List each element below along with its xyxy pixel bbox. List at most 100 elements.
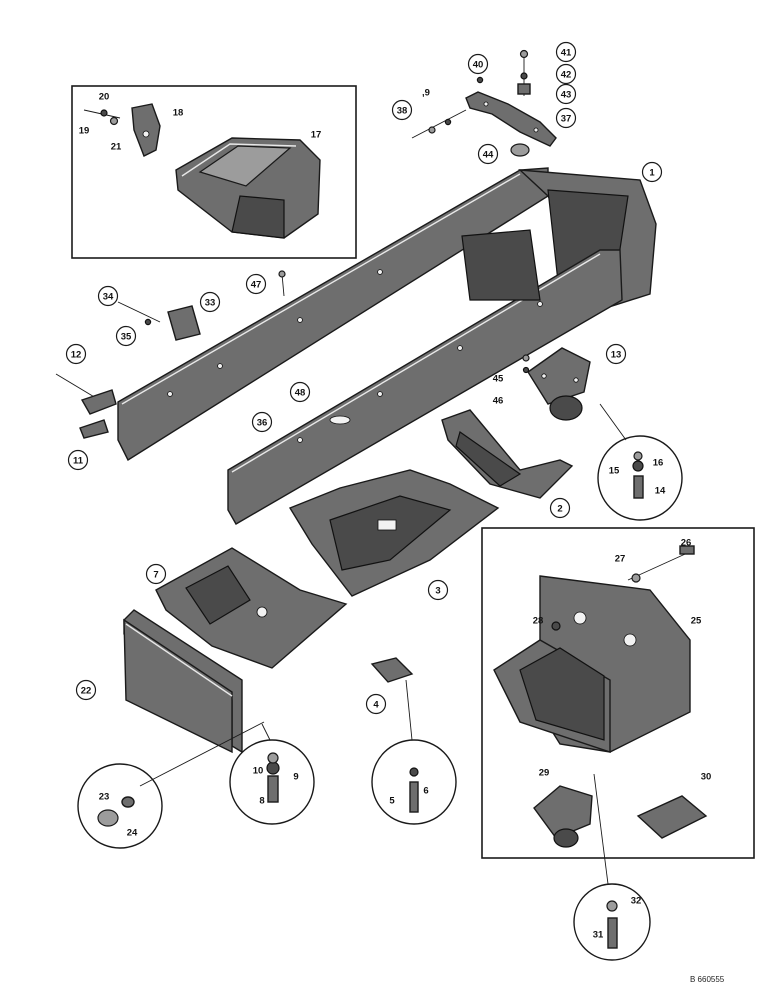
callout-label: 17	[311, 129, 322, 140]
callout-label: 1	[649, 167, 655, 178]
callout-label: 46	[493, 395, 504, 406]
callout-7: 7	[145, 563, 167, 585]
callout-23: 23	[99, 791, 110, 802]
callout-45: 45	[493, 373, 504, 384]
callout-32: 32	[631, 895, 642, 906]
cover-plate-17	[175, 137, 321, 239]
callout-10: 10	[253, 765, 264, 776]
engine-mount-13	[527, 347, 591, 421]
callout-label: 25	[691, 615, 702, 626]
spacer-44	[510, 143, 530, 157]
callout-20: 20	[99, 91, 110, 102]
callout-label: 47	[251, 279, 262, 290]
bolt-47	[278, 270, 286, 297]
callout-label: 38	[397, 105, 408, 116]
mount-29	[533, 785, 593, 848]
callout-label: 43	[561, 89, 572, 100]
bolt-34-35	[117, 301, 161, 326]
callout-label: 13	[611, 349, 622, 360]
shim-plate-4	[370, 657, 414, 683]
callout-12: 12	[65, 343, 87, 365]
callout-label: 29	[539, 767, 550, 778]
callout-11: 11	[67, 449, 89, 471]
main-frame-1	[117, 167, 657, 525]
callout-label: 5	[389, 795, 395, 806]
callout-48: 48	[289, 381, 311, 403]
callout-label: 20	[99, 91, 110, 102]
bolt-41-43	[517, 49, 531, 96]
callout-label: 8	[259, 795, 264, 806]
callout-label: 42	[561, 69, 572, 80]
callout-13: 13	[605, 343, 627, 365]
callout-label: 12	[71, 349, 82, 360]
callout-label: 3	[435, 585, 440, 596]
callout-9-mark: ,9	[422, 87, 430, 98]
callout-3: 3	[427, 579, 449, 601]
callout-label: 23	[99, 791, 110, 802]
skid-plate-2	[441, 409, 574, 499]
callout-label: 19	[79, 125, 90, 136]
detail-circle-23-24	[77, 721, 265, 849]
cover-plate-33	[167, 305, 201, 341]
bolt-19-20-21	[83, 109, 121, 126]
callout-label: 33	[205, 297, 216, 308]
callout-14: 14	[655, 485, 666, 496]
callout-37: 37	[555, 107, 577, 129]
callout-8: 8	[259, 795, 264, 806]
callout-label: 15	[609, 465, 620, 476]
callout-label: 9	[293, 771, 298, 782]
callout-18: 18	[173, 107, 184, 118]
callout-16: 16	[653, 457, 664, 468]
callout-31: 31	[593, 929, 604, 940]
callout-17: 17	[311, 129, 322, 140]
inset-box-lower	[481, 527, 755, 859]
callout-label: 2	[557, 503, 562, 514]
callout-6: 6	[423, 785, 428, 796]
callout-label: 7	[153, 569, 158, 580]
callout-38: 38	[391, 99, 413, 121]
detail-circle-5-6	[371, 679, 457, 825]
callout-30: 30	[701, 771, 712, 782]
callout-label: 18	[173, 107, 184, 118]
callout-label: 34	[103, 291, 114, 302]
callout-label: 30	[701, 771, 712, 782]
callout-label: 36	[257, 417, 268, 428]
callout-label: 16	[653, 457, 664, 468]
callout-34: 34	[97, 285, 119, 307]
callout-15: 15	[609, 465, 620, 476]
skid-plate-3	[288, 469, 500, 597]
callout-25: 25	[691, 615, 702, 626]
callout-35: 35	[115, 325, 137, 347]
callout-29: 29	[539, 767, 550, 778]
callout-5: 5	[389, 795, 395, 806]
callout-label: 44	[483, 149, 494, 160]
callout-1: 1	[641, 161, 663, 183]
reference-code: B 660555	[690, 975, 725, 984]
callout-label: 48	[295, 387, 306, 398]
callout-label: 37	[561, 113, 572, 124]
bolt-45-46	[522, 354, 530, 374]
callout-21: 21	[111, 141, 122, 152]
detail-circle-8-10	[229, 723, 315, 825]
callout-label: 41	[561, 47, 572, 58]
callout-28: 28	[533, 615, 544, 626]
detail-circle-14-16	[597, 403, 683, 521]
inset-box-upper	[71, 85, 357, 259]
callout-label: 35	[121, 331, 132, 342]
callout-24: 24	[127, 827, 138, 838]
callout-label: 11	[73, 455, 84, 466]
callout-label: 45	[493, 373, 504, 384]
callout-27: 27	[615, 553, 626, 564]
bracket-11-12	[55, 373, 117, 439]
callout-9: 9	[293, 771, 298, 782]
bolt-38-40	[411, 76, 484, 139]
callout-43: 43	[555, 83, 577, 105]
callout-label: 6	[423, 785, 428, 796]
callout-label: 26	[681, 537, 692, 548]
callout-label: 27	[615, 553, 626, 564]
callout-label: 40	[473, 59, 484, 70]
detail-circle-31-32	[573, 773, 651, 961]
callout-label: ,9	[422, 87, 430, 98]
